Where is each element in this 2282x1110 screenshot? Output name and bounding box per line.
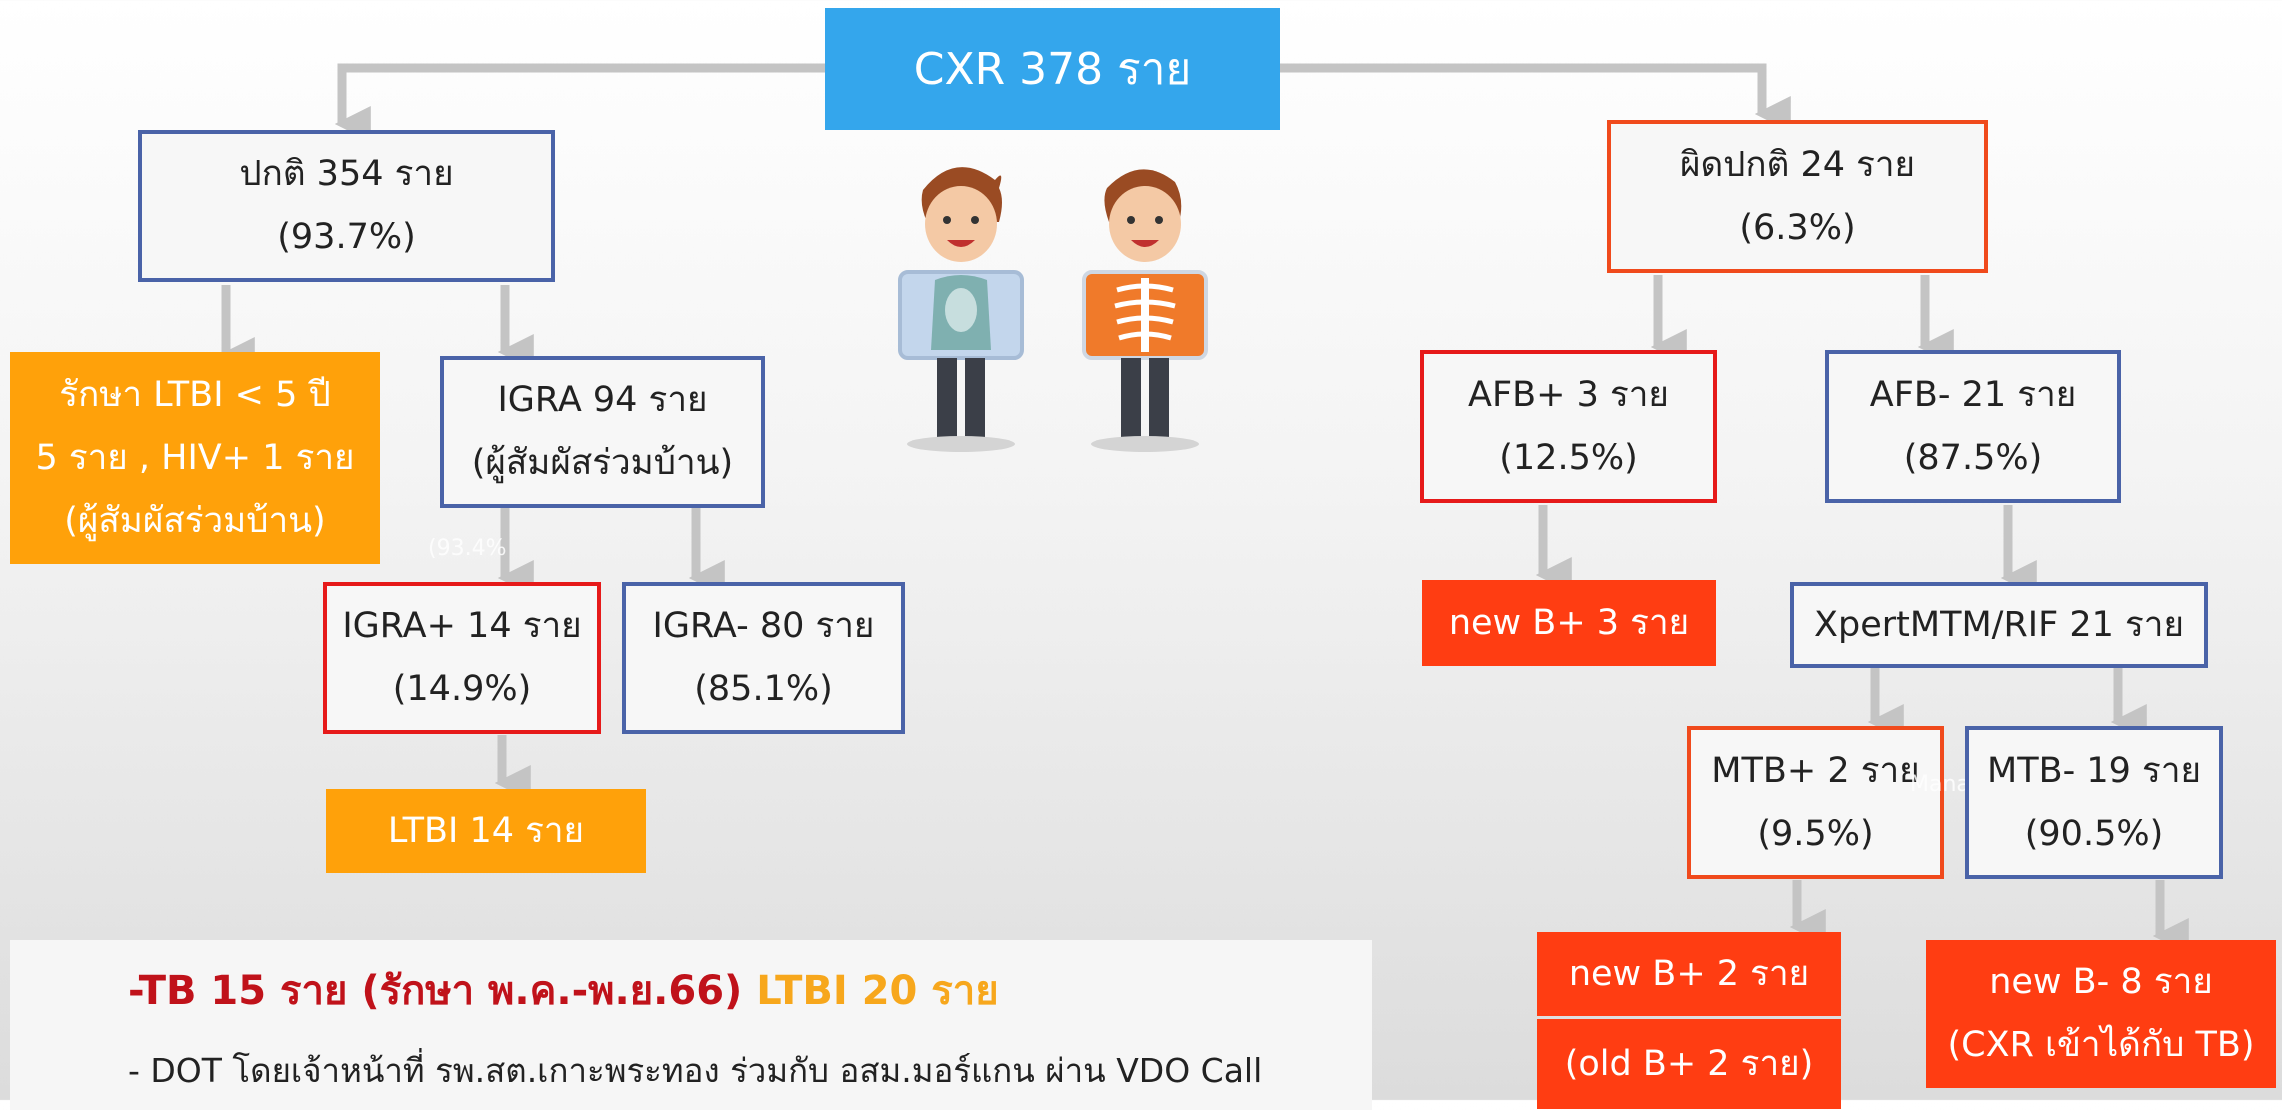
normal-pct: (93.7%) [277, 217, 416, 257]
mtb-positive-box: MTB+ 2 ราย (9.5%) [1687, 726, 1944, 879]
new-b-positive-3-box: new B+ 3 ราย [1422, 580, 1716, 666]
mtb-negative-box: MTB- 19 ราย (90.5%) [1965, 726, 2223, 879]
xray-people-illustration [898, 167, 1208, 452]
ltbi-treatment-line1: รักษา LTBI < 5 ปี [59, 374, 331, 415]
igra-negative-count: IGRA- 80 ราย [652, 606, 875, 646]
igra-negative-box: IGRA- 80 ราย (85.1%) [622, 582, 905, 734]
ltbi-label: LTBI 14 ราย [387, 810, 585, 851]
afb-negative-pct: (87.5%) [1903, 437, 2043, 478]
new-b-negative-count: new B- 8 ราย [1989, 962, 2213, 1002]
igra-count: IGRA 94 ราย [497, 380, 708, 420]
afb-negative-box: AFB- 21 ราย (87.5%) [1825, 350, 2121, 503]
new-b-positive-2-box: new B+ 2 ราย [1537, 932, 1841, 1016]
old-b-positive-label: (old B+ 2 ราย) [1564, 1043, 1814, 1084]
afb-positive-count: AFB+ 3 ราย [1468, 374, 1669, 415]
summary-ltbi: LTBI 20 ราย [756, 968, 999, 1014]
new-b-positive-2-label: new B+ 2 ราย [1568, 953, 1810, 994]
connector-root-normal [334, 63, 825, 142]
igra-note: (ผู้สัมผัสร่วมบ้าน) [471, 443, 734, 483]
ltbi-box: LTBI 14 ราย [326, 789, 646, 873]
normal-count: ปกติ 354 ราย [239, 154, 454, 194]
new-b-negative-box: new B- 8 ราย (CXR เข้าได้กับ TB) [1926, 940, 2276, 1088]
person-left-figure [898, 167, 1024, 452]
xpert-box: XpertMTM/RIF 21 ราย [1790, 582, 2208, 668]
mtb-negative-pct: (90.5%) [2024, 813, 2164, 854]
igra-negative-pct: (85.1%) [694, 669, 833, 709]
root-cxr-box: CXR 378 ราย [825, 8, 1280, 130]
new-b-negative-note: (CXR เข้าได้กับ TB) [1947, 1025, 2255, 1065]
ltbi-treatment-line2: 5 ราย , HIV+ 1 ราย [35, 437, 355, 478]
person-right-figure [1082, 169, 1208, 452]
igra-positive-pct: (14.9%) [392, 669, 532, 709]
connector-root-abnormal [1280, 63, 1791, 132]
normal-box: ปกติ 354 ราย (93.7%) [138, 130, 555, 282]
mtb-negative-count: MTB- 19 ราย [1987, 750, 2201, 791]
afb-positive-box: AFB+ 3 ราย (12.5%) [1420, 350, 1717, 503]
mtb-positive-count: MTB+ 2 ราย [1711, 750, 1920, 791]
old-b-positive-box: (old B+ 2 ราย) [1537, 1019, 1841, 1109]
ltbi-treatment-box: รักษา LTBI < 5 ปี 5 ราย , HIV+ 1 ราย (ผู… [10, 352, 380, 564]
new-b-positive-3-label: new B+ 3 ราย [1448, 602, 1690, 643]
root-label: CXR 378 ราย [913, 43, 1192, 95]
summary-dot: - DOT โดยเจ้าหน้าที่ รพ.สต.เกาะพระทอง ร่… [128, 1051, 1263, 1090]
xpert-label: XpertMTM/RIF 21 ราย [1814, 604, 2184, 645]
afb-positive-pct: (12.5%) [1499, 437, 1638, 478]
afb-negative-count: AFB- 21 ราย [1869, 374, 2077, 415]
abnormal-pct: (6.3%) [1739, 207, 1856, 248]
faint-percent-text: (93.4% [428, 536, 507, 561]
summary-panel: -TB 15 ราย (รักษา พ.ค.-พ.ย.66) LTBI 20 ร… [10, 940, 1372, 1110]
igra-box: IGRA 94 ราย (ผู้สัมผัสร่วมบ้าน) [440, 356, 765, 508]
igra-positive-box: IGRA+ 14 ราย (14.9%) [323, 582, 601, 734]
abnormal-box: ผิดปกติ 24 ราย (6.3%) [1607, 120, 1988, 273]
summary-tb: -TB 15 ราย (รักษา พ.ค.-พ.ย.66) [128, 968, 743, 1014]
summary-headline: -TB 15 ราย (รักษา พ.ค.-พ.ย.66) LTBI 20 ร… [128, 958, 1372, 1022]
mtb-positive-pct: (9.5%) [1757, 813, 1874, 854]
abnormal-count: ผิดปกติ 24 ราย [1679, 144, 1916, 185]
igra-positive-count: IGRA+ 14 ราย [342, 606, 582, 646]
ltbi-treatment-line3: (ผู้สัมผัสร่วมบ้าน) [64, 500, 326, 541]
